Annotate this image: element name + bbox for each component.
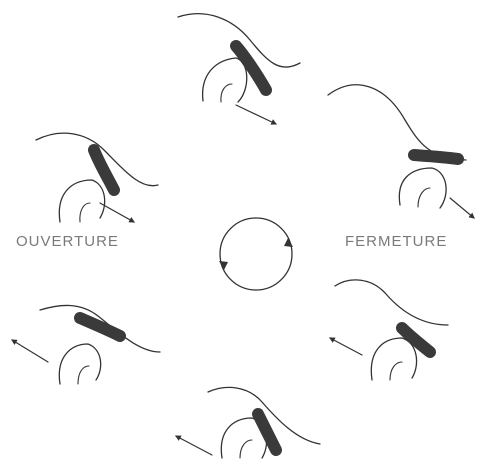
stage-right-upper xyxy=(328,85,474,218)
inner-fold xyxy=(221,84,232,102)
motion-arrow xyxy=(450,198,474,218)
closing-label: FERMETURE xyxy=(345,233,447,250)
inner-fold xyxy=(418,188,430,207)
stage-bottom xyxy=(176,387,320,458)
lower-fold xyxy=(203,58,247,102)
inner-fold xyxy=(80,203,90,222)
motion-arrow xyxy=(176,436,212,455)
vibrating-pad xyxy=(80,318,120,336)
inner-fold xyxy=(78,366,89,384)
opening-label: OUVERTURE xyxy=(16,233,119,250)
stage-top xyxy=(178,14,300,124)
stage-left-lower xyxy=(12,305,160,384)
circular-arrow-icon xyxy=(219,218,293,290)
stage-left-upper xyxy=(36,133,158,222)
lower-fold xyxy=(59,180,104,222)
upper-contour xyxy=(328,85,466,160)
motion-arrow xyxy=(236,105,276,124)
lower-fold xyxy=(59,344,100,384)
vibrating-pad xyxy=(258,414,276,450)
vibrating-pad xyxy=(94,150,114,190)
inner-fold xyxy=(240,440,252,458)
lower-fold xyxy=(399,168,446,208)
vibrating-pad xyxy=(402,328,430,352)
vibrating-pad xyxy=(414,155,458,159)
stage-right-lower xyxy=(330,280,448,380)
lower-fold xyxy=(371,338,416,380)
motion-arrow xyxy=(330,338,362,355)
motion-arrow xyxy=(100,203,134,222)
motion-arrow xyxy=(12,340,48,362)
inner-fold xyxy=(390,362,402,380)
upper-contour xyxy=(335,280,448,325)
